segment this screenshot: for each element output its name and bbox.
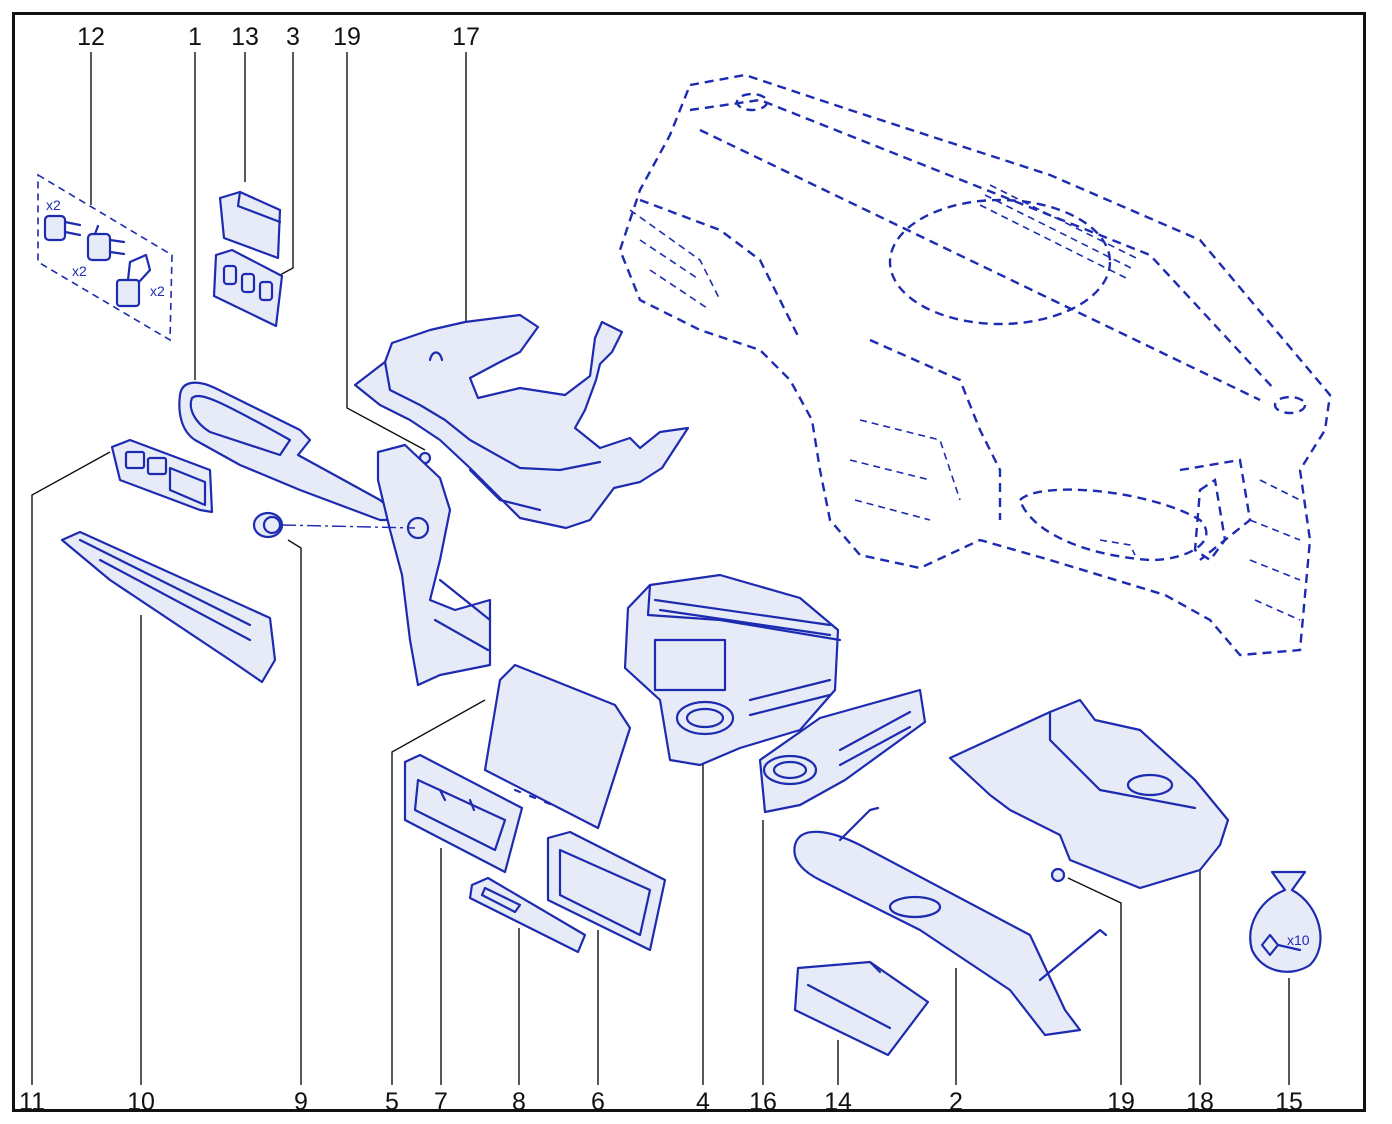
part-6-frame-bezel — [546, 830, 667, 952]
leader-5 — [391, 699, 486, 1085]
part-18-right-panel — [948, 698, 1230, 890]
part-14-storage-bin — [793, 960, 930, 1057]
part-5-cover-panel — [483, 663, 632, 830]
callout-3: 3 — [286, 23, 300, 51]
clip-b-icon — [86, 224, 126, 262]
part-9-plug — [252, 511, 416, 539]
part-16-cupholder — [758, 688, 927, 814]
part-10-lower-tray — [60, 530, 277, 684]
callout-15: 15 — [1275, 1088, 1303, 1116]
leader-3 — [279, 52, 294, 276]
clip-set-box — [37, 173, 173, 342]
part-15-screw-bag: x10 — [1249, 870, 1322, 973]
part-4-center-housing — [623, 573, 842, 767]
part-19-nut-bottom — [1050, 867, 1066, 883]
callout-13: 13 — [231, 23, 259, 51]
callout-16: 16 — [749, 1088, 777, 1116]
clip-a-icon — [43, 214, 82, 242]
part-2-glovebox — [793, 806, 1108, 1037]
callout-14: 14 — [824, 1088, 852, 1116]
callout-4: 4 — [696, 1088, 710, 1116]
callout-12: 12 — [77, 23, 105, 51]
qty-clip-c: x2 — [150, 283, 165, 299]
part-7-vent-bezel — [403, 753, 524, 874]
callout-11: 11 — [19, 1088, 45, 1116]
callout-7: 7 — [434, 1088, 448, 1116]
clip-c-icon — [115, 253, 152, 308]
leader-11 — [31, 451, 111, 1085]
callout-5: 5 — [385, 1088, 399, 1116]
callout-18: 18 — [1186, 1088, 1214, 1116]
callout-8: 8 — [512, 1088, 526, 1116]
part-13-blank-cover — [218, 190, 282, 260]
callout-2: 2 — [949, 1088, 963, 1116]
qty-clip-a: x2 — [46, 197, 61, 213]
leader-lines — [31, 52, 1290, 1085]
callout-17: 17 — [452, 23, 480, 51]
part-17-floor-panel — [353, 313, 690, 530]
dashboard-outline — [618, 73, 1332, 657]
callout-19-bottom: 19 — [1107, 1088, 1135, 1116]
leader-9 — [287, 539, 302, 1085]
part-3-switch-panel — [212, 248, 284, 328]
leader-19-top — [346, 52, 426, 451]
qty-clip-b: x2 — [72, 263, 87, 279]
part-8-small-bezel — [468, 876, 587, 954]
part-12-clips: x2 x2 x2 — [37, 173, 173, 342]
part-11-switch-bezel — [110, 438, 214, 514]
callout-1: 1 — [188, 23, 202, 51]
callout-10: 10 — [127, 1088, 155, 1116]
callout-9: 9 — [294, 1088, 308, 1116]
part-1-center-trim — [178, 381, 492, 687]
callout-19-top: 19 — [333, 23, 361, 51]
callout-6: 6 — [591, 1088, 605, 1116]
leader-19-bottom — [1067, 877, 1122, 1085]
qty-screw-bag: x10 — [1287, 932, 1310, 948]
